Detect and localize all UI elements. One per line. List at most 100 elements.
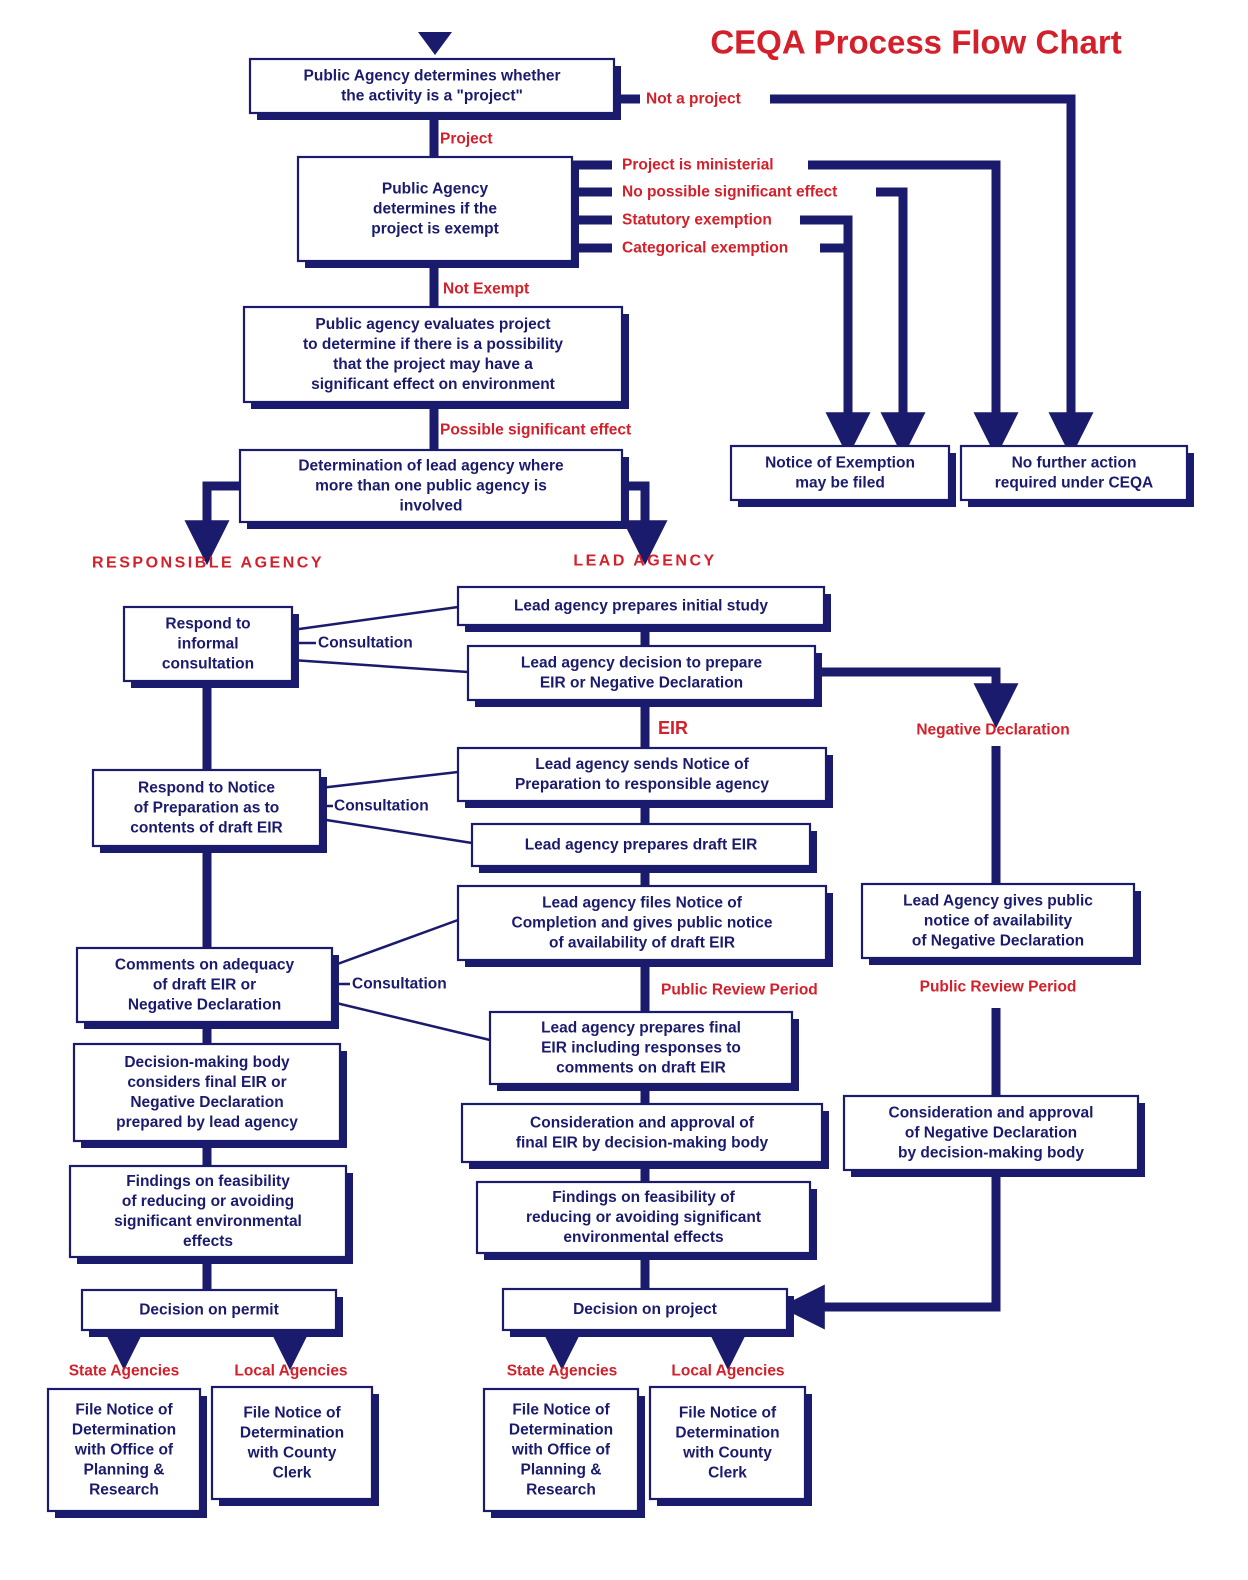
box-text-line: of availability of draft EIR [549,935,735,952]
box-text-line: Lead agency prepares draft EIR [525,837,758,854]
box-text-line: Consideration and approval [889,1105,1094,1122]
box-text-line: Planning & [521,1462,602,1479]
box-text-line: Findings on feasibility of [552,1189,735,1206]
box-lead-state: File Notice of Determination with Office o… [482,1387,645,1518]
label-possible-effect: Possible significant effect [440,422,631,439]
box-decision-permit: Decision on permit [80,1288,343,1337]
box-is-project: Public Agency determines whether the acti… [248,57,621,120]
box-text-line: reducing or avoiding significant [526,1209,761,1226]
box-text-line: Decision on permit [139,1302,279,1319]
box-text-line: Public agency evaluates project [315,316,550,333]
box-text-line: comments on draft EIR [556,1060,726,1077]
label-public-review-lead: Public Review Period [661,982,818,999]
box-text-line: Findings on feasibility [126,1173,290,1190]
box-text-line: EIR or Negative Declaration [540,675,743,692]
box-text-line: Respond to [165,616,250,633]
box-text-line: with Office of [74,1442,174,1459]
box-text-line: final EIR by decision-making body [516,1135,769,1152]
box-text-line: of draft EIR or [153,977,256,994]
box-text-line: File Notice of [512,1402,610,1419]
box-decision-body: Decision-making body considers final EIR … [72,1042,347,1148]
label-negative-declaration: Negative Declaration [916,722,1069,739]
box-text-line: Clerk [273,1465,312,1482]
box-text-line: significant environmental [114,1213,302,1230]
box-send-nop: Lead agency sends Notice of Preparation t… [456,746,833,808]
box-text-line: Respond to Notice [138,780,275,797]
label-state-agencies-lead: State Agencies [507,1363,618,1380]
box-findings-lead: Findings on feasibility of reducing or av… [475,1180,817,1260]
box-text-line: notice of availability [924,913,1073,930]
box-text-line: Negative Declaration [128,997,281,1014]
box-text-line: Determination [240,1425,344,1442]
box-approval-eir: Consideration and approval of final EIR b… [460,1102,829,1169]
box-text-line: involved [400,498,463,515]
box-text-line: effects [183,1233,233,1250]
box-text-line: with County [247,1445,337,1462]
box-text-line: Consideration and approval of [530,1115,755,1132]
heading-responsible-agency: RESPONSIBLE AGENCY [92,555,324,572]
label-statutory: Statutory exemption [622,212,772,229]
box-text-line: informal [177,636,238,653]
box-text-line: consultation [162,656,254,673]
connector-not-a-project [614,94,1071,432]
box-text-line: determines if the [373,201,497,218]
box-text-line: Lead agency decision to prepare [521,655,763,672]
box-text-line: environmental effects [563,1229,723,1246]
label-project: Project [440,131,493,148]
box-text-line: Decision on project [573,1301,717,1318]
box-text-line: Comments on adequacy [115,957,295,974]
label-local-agencies-lead: Local Agencies [671,1363,784,1380]
box-text-line: Research [526,1482,596,1499]
chart-title: CEQA Process Flow Chart [710,24,1121,61]
box-text-line: Completion and gives public notice [512,915,773,932]
box-text-line: the activity is a "project" [341,88,523,105]
label-ministerial: Project is ministerial [622,157,774,174]
box-text-line: Decision-making body [124,1054,290,1071]
box-text-line: by decision-making body [898,1145,1084,1162]
box-text-line: Determination of lead agency where [298,458,564,475]
box-comments: Comments on adequacy of draft EIR or Negat… [75,946,339,1029]
box-text-line: Notice of Exemption [765,455,915,472]
box-text-line: considers final EIR or [127,1074,286,1091]
label-consultation-3: Consultation [352,976,447,993]
connector-neg-to-decision [779,1170,1001,1330]
box-text-line: prepared by lead agency [116,1114,298,1131]
process-boxes: Public Agency determines whether the acti… [46,57,1194,1518]
connector-ministerial [572,160,996,432]
connectors [101,32,1071,1371]
label-no-effect: No possible significant effect [622,184,837,201]
label-consultation-2: Consultation [334,798,429,815]
box-text-line: Negative Declaration [130,1094,283,1111]
box-text-line: with Office of [511,1442,611,1459]
box-text-line: Determination [509,1422,613,1439]
label-not-exempt: Not Exempt [443,281,529,298]
label-categorical: Categorical exemption [622,240,788,257]
box-text-line: No further action [1012,455,1137,472]
box-text-line: Lead agency prepares initial study [514,598,768,615]
box-text-line: more than one public agency is [315,478,547,495]
connector-to-responsible [184,481,240,566]
box-text-line: to determine if there is a possibility [303,336,563,353]
box-text-line: Preparation to responsible agency [515,776,769,793]
box-text-line: Public Agency determines whether [304,68,561,85]
connector-to-lead [622,481,668,566]
box-text-line: that the project may have a [333,356,533,373]
box-text-line: Planning & [84,1462,165,1479]
box-text-line: may be filed [795,475,885,492]
box-text-line: Lead agency sends Notice of [535,756,749,773]
box-evaluate: Public agency evaluates project to determ… [242,305,629,409]
box-lead-det: Determination of lead agency where more t… [238,448,629,529]
